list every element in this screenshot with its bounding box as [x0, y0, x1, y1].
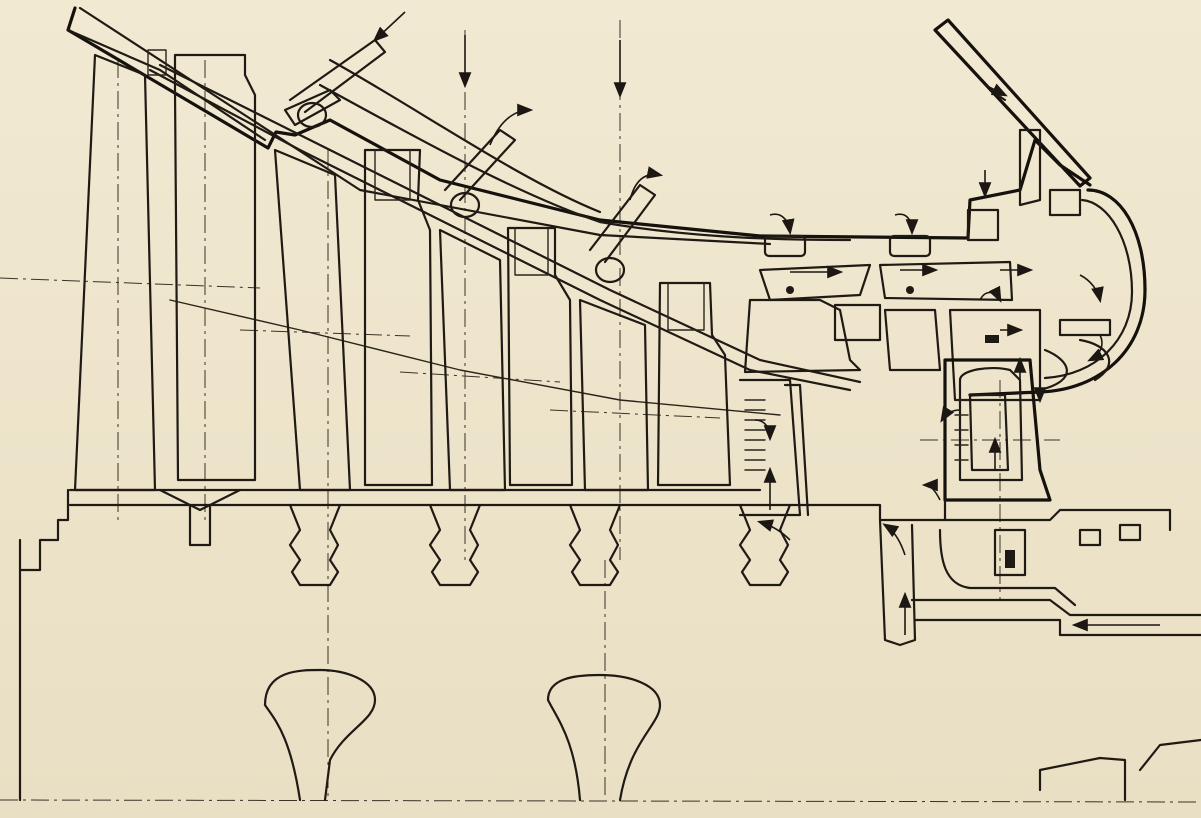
center-lines: [0, 20, 1201, 803]
flow-arrow-24: [756, 519, 791, 541]
flow-arrow-25: [754, 419, 777, 442]
shaft-line: [758, 498, 1201, 802]
hub-outline: [18, 488, 70, 802]
fittings: [786, 286, 1015, 568]
cooling-air-inlets: [283, 38, 657, 284]
flow-arrow-3: [489, 103, 534, 146]
flow-arrow-27: [979, 285, 1002, 303]
bearing-housing: [738, 128, 1112, 517]
stage-1-vane: [73, 53, 157, 492]
flow-arrow-1: [372, 11, 406, 43]
disc-bores: [263, 668, 662, 802]
flow-arrow-18: [921, 478, 941, 501]
disc-root-2: [428, 503, 482, 587]
flow-arrow-14: [1087, 334, 1105, 362]
stage-1-blade: [173, 53, 257, 482]
flow-arrow-17: [882, 523, 906, 556]
flow-arrow-13: [1079, 274, 1104, 304]
flow-arrow-7: [894, 213, 919, 236]
disc-root-4: [738, 503, 792, 587]
disc-root-1: [288, 503, 342, 587]
stage-3-vane: [438, 228, 507, 492]
stage-2-vane: [273, 148, 352, 492]
flow-arrow-22: [940, 405, 961, 423]
rotor-discs: [68, 488, 792, 587]
flow-arrows: [372, 11, 1160, 635]
stage-2-blade: [363, 148, 434, 487]
flow-arrow-5: [629, 166, 664, 201]
stage-3-blade: [506, 226, 574, 487]
disc-root-3: [568, 503, 622, 587]
outer-casing: [66, 6, 1147, 397]
turbine-stages: [73, 49, 732, 492]
flow-arrow-6: [769, 213, 795, 236]
flow-arrow-9: [984, 83, 1008, 97]
stage-4-blade: [656, 281, 732, 487]
flow-path-tip: [148, 63, 862, 416]
